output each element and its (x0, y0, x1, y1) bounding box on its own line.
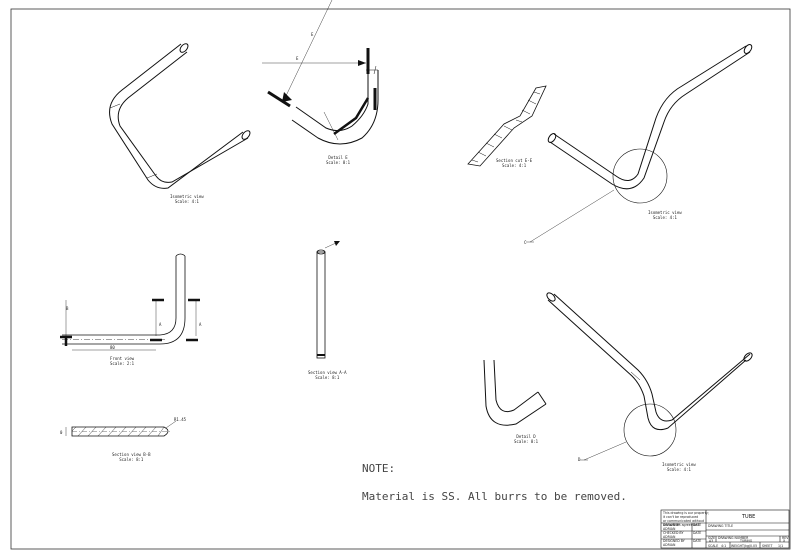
tb-rev: X (783, 539, 786, 543)
view-name: Isometric view (170, 194, 204, 199)
detail-e-letter: E (296, 56, 299, 61)
view-scale: Scale: 8:1 (315, 375, 340, 380)
tb-date-label-1: DATE (693, 523, 702, 527)
iso-top-right-label: Isometric view Scale: 4:1 (648, 210, 682, 220)
callout-c-letter: C (524, 240, 527, 245)
view-name: Section view B-B (112, 452, 151, 457)
section-e-label: Section cut E-E Scale: 4:1 (496, 158, 532, 168)
tb-notice-line: our written agreement. (663, 523, 701, 527)
detail-d-label: Detail D Scale: 8:1 (514, 434, 538, 444)
view-name: Isometric view (648, 210, 682, 215)
front-view-drawing (60, 253, 200, 351)
front-a1-letter: A (159, 322, 162, 327)
tb-drawing-title-label: DRAWING TITLE (708, 524, 734, 528)
view-scale: Scale: 4:1 (666, 467, 691, 472)
detail-e-leader-letter: E (311, 32, 314, 37)
view-name: Section cut E-E (496, 158, 533, 163)
view-scale: Scale: 4:1 (652, 215, 677, 220)
tb-date-label-2: DATE (693, 531, 702, 535)
tb-rev-label: REV (782, 536, 789, 540)
tb-part-title: TUBE (742, 514, 756, 520)
iso-bottom-right-tube (546, 292, 753, 461)
tb-designed-by-label: DESIGNED BY (663, 539, 685, 543)
view-scale: Scale: 8:1 (514, 439, 539, 444)
tb-drawing-number: TUBING (740, 539, 753, 543)
tb-notice-line: This drawing is our property; (663, 511, 709, 515)
iso-top-left-label: Isometric view Scale: 4:1 (170, 194, 204, 204)
tb-drawing-number-label: DRAWING NUMBER (718, 536, 749, 540)
detail-e-drawing (262, 0, 379, 145)
tb-checked-by: ADRIAN (663, 535, 676, 539)
tb-size: A3 (709, 539, 714, 543)
front-view-label: Front view Scale: 2:1 (110, 356, 134, 366)
front-a2-letter: A (199, 322, 202, 327)
tb-size-label: SIZE (708, 536, 716, 540)
tb-scale: 4:1 (721, 544, 727, 548)
tb-notice-line: it can't be reproduced (663, 515, 699, 519)
tb-scale-label: SCALE (708, 544, 719, 548)
tb-notice-line: or communicated without (663, 519, 705, 523)
view-scale: Scale: 4:1 (174, 199, 199, 204)
view-scale: Scale: 8:1 (119, 457, 144, 462)
note-title: NOTE: (362, 462, 396, 475)
section-b-drawing (65, 420, 177, 437)
section-a-label: Section view A-A Scale: 8:1 (308, 370, 347, 380)
view-scale: Scale: 4:1 (502, 163, 527, 168)
view-name: Detail E (328, 155, 348, 160)
iso-top-left-tube (109, 43, 251, 189)
view-scale: Scale: 2:1 (110, 361, 135, 366)
callout-d-letter: D (578, 457, 581, 462)
view-scale: Scale: 8:1 (326, 160, 351, 165)
view-name: Detail D (516, 434, 536, 439)
section-b-label: Section view B-B Scale: 8:1 (112, 452, 151, 462)
tb-drawn-by-label: DRAWN BY (663, 523, 681, 527)
front-dimension: 80 (110, 345, 115, 350)
tb-weight-label: WEIGHT(kg) (731, 544, 751, 548)
detail-e-label: Detail E Scale: 8:1 (326, 155, 350, 165)
tb-notice: This drawing is our property; it can't b… (663, 511, 709, 527)
tb-drawn-by: ADRIAN (663, 527, 676, 531)
sheet-border (10, 8, 791, 550)
section-b-radius: R1.45 (174, 417, 187, 422)
tb-designed-by: ADRIAN (663, 543, 676, 547)
view-name: Front view (110, 356, 135, 361)
iso-top-right-tube (526, 44, 753, 243)
section-e-drawing (467, 85, 547, 167)
tb-date-label-3: DATE (693, 539, 702, 543)
section-b-thickness: 0 (60, 430, 63, 435)
front-b-letter: B (66, 306, 69, 311)
tb-sheet-label: SHEET (762, 544, 773, 548)
note-text: Material is SS. All burrs to be removed. (362, 490, 627, 503)
section-a-drawing (316, 241, 340, 359)
view-name: Isometric view (662, 462, 696, 467)
iso-bottom-right-label: Isometric view Scale: 4:1 (662, 462, 696, 472)
view-name: Section view A-A (308, 370, 347, 375)
tb-checked-by-label: CHECKED BY (663, 531, 684, 535)
tb-sheet: 1/1 (778, 544, 784, 548)
detail-d-drawing (483, 359, 547, 426)
title-block-frame (660, 509, 790, 549)
tb-weight: 0.05 (750, 544, 758, 548)
